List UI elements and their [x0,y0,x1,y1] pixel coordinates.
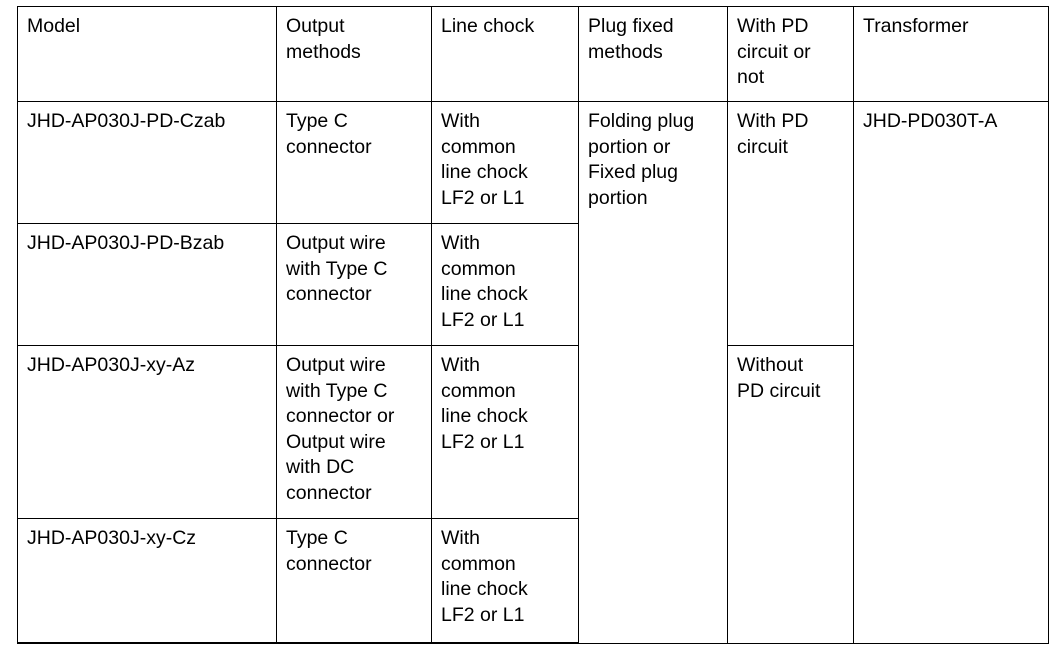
header-cell-output-methods: Output methods [276,6,432,102]
model-specification-table: Model Output methods Line chock Plug fix… [17,6,1049,644]
header-label-model: Model [27,15,81,37]
cell-line-chock: With common line chock LF2 or L1 [431,345,579,519]
value-output-methods: Type C connector [286,527,372,575]
cell-line-chock: With common line chock LF2 or L1 [431,518,579,644]
cell-plug-fixed-methods-merged: Folding plug portion or Fixed plug porti… [578,101,728,644]
table-row: JHD-AP030J-xy-Az Output wire with Type C… [17,345,1049,644]
value-output-methods: Type C connector [286,110,372,158]
cell-output-methods: Output wire with Type C connector [276,223,432,346]
value-line-chock: With common line chock LF2 or L1 [441,527,528,626]
cell-line-chock: With common line chock LF2 or L1 [431,101,579,224]
value-output-methods: Output wire with Type C connector [286,232,388,305]
header-cell-line-chock: Line chock [431,6,579,102]
cell-output-methods: Output wire with Type C connector or Out… [276,345,432,519]
value-model: JHD-AP030J-xy-Cz [27,527,197,549]
value-line-chock: With common line chock LF2 or L1 [441,232,528,331]
header-label-plug-fixed-methods: Plug fixed methods [588,15,674,63]
value-model: JHD-AP030J-PD-Bzab [27,232,225,254]
value-transformer: JHD-PD030T-A [863,110,998,132]
table-row: JHD-AP030J-xy-Cz Type C connector With c… [17,518,1049,644]
cell-transformer-merged: JHD-PD030T-A [853,101,1049,644]
value-line-chock: With common line chock LF2 or L1 [441,354,528,453]
value-plug-fixed-methods: Folding plug portion or Fixed plug porti… [588,110,695,209]
table-header-row: Model Output methods Line chock Plug fix… [17,6,1049,102]
header-cell-pd-circuit: With PD circuit or not [727,6,854,102]
header-label-transformer: Transformer [863,15,969,37]
value-model: JHD-AP030J-PD-Czab [27,110,226,132]
header-label-line-chock: Line chock [441,15,535,37]
cell-model: JHD-AP030J-PD-Czab [17,101,277,224]
cell-line-chock: With common line chock LF2 or L1 [431,223,579,346]
value-pd-circuit-with: With PD circuit [737,110,809,158]
cell-model: JHD-AP030J-xy-Az [17,345,277,519]
cell-output-methods: Type C connector [276,518,432,644]
table-row: JHD-AP030J-PD-Bzab Output wire with Type… [17,223,1049,346]
header-label-output-methods: Output methods [286,15,361,63]
value-model: JHD-AP030J-xy-Az [27,354,195,376]
header-cell-model: Model [17,6,277,102]
cell-output-methods: Type C connector [276,101,432,224]
header-label-pd-circuit: With PD circuit or not [737,15,811,88]
cell-pd-circuit-without-merged: Without PD circuit [727,345,854,644]
header-cell-transformer: Transformer [853,6,1049,102]
header-cell-plug-fixed-methods: Plug fixed methods [578,6,728,102]
cell-pd-circuit-with-merged: With PD circuit [727,101,854,346]
value-line-chock: With common line chock LF2 or L1 [441,110,528,209]
cell-model: JHD-AP030J-xy-Cz [17,518,277,644]
cell-model: JHD-AP030J-PD-Bzab [17,223,277,346]
value-pd-circuit-without: Without PD circuit [737,354,821,402]
value-output-methods: Output wire with Type C connector or Out… [286,354,395,504]
table-row: JHD-AP030J-PD-Czab Type C connector With… [17,101,1049,644]
